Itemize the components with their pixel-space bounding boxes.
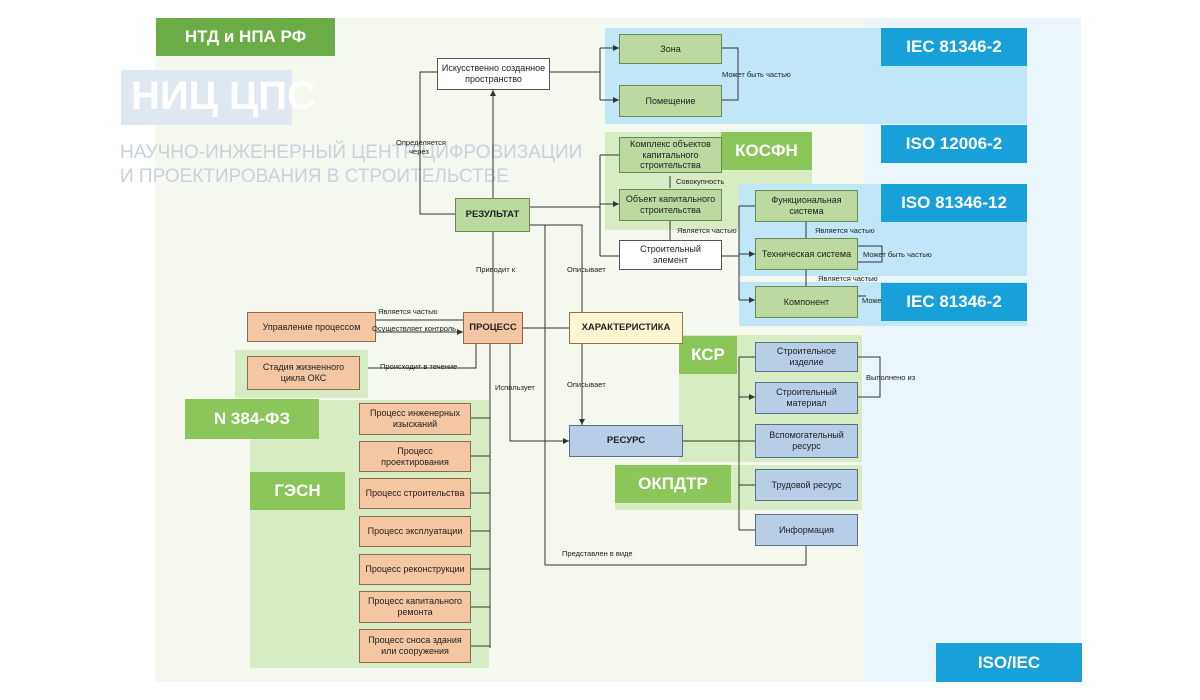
node-reconstruction: Процесс реконструкции <box>359 554 471 585</box>
label-occurs-during: Происходит в течение <box>380 362 458 371</box>
node-design: Процесс проектирования <box>359 441 471 472</box>
label-describes-2: Описывает <box>567 380 606 389</box>
tag-iso-iec: ISO/IEC <box>936 643 1082 682</box>
node-artificial-space: Искусственно созданное пространство <box>437 58 550 90</box>
tag-kosfn: КОСФН <box>721 132 812 170</box>
label-is-part-2: Является частью <box>815 226 875 235</box>
node-information: Информация <box>755 514 858 546</box>
label-may-be-part-2: Может быть частью <box>863 250 932 259</box>
node-component: Компонент <box>755 286 858 318</box>
tag-ntd: НТД и НПА РФ <box>156 18 335 56</box>
node-engineering-survey: Процесс инженерных изысканий <box>359 403 471 435</box>
node-zone: Зона <box>619 34 722 64</box>
node-object: Объект капитального строительства <box>619 189 722 221</box>
node-complex: Комплекс объектов капитального строитель… <box>619 137 722 173</box>
label-controls: Осуществляет контроль <box>372 324 457 333</box>
tag-ksr: КСР <box>679 336 737 374</box>
tag-iso-81346-12: ISO 81346-12 <box>881 184 1027 222</box>
node-process-management: Управление процессом <box>247 312 376 342</box>
node-building-product: Строительное изделие <box>755 342 858 372</box>
watermark-title: НИЦ ЦПС <box>131 74 316 118</box>
node-characteristic: ХАРАКТЕРИСТИКА <box>569 312 683 344</box>
tag-iec-81346-2-bottom: IEC 81346-2 <box>881 283 1027 321</box>
tag-gesn: ГЭСН <box>250 472 345 510</box>
node-operation: Процесс эксплуатации <box>359 516 471 547</box>
label-leads-to: Приводит к <box>476 265 516 274</box>
watermark-line1: НАУЧНО-ИНЖЕНЕРНЫЙ ЦЕНТР ЦИФРОВИЗАЦИИ <box>120 142 583 163</box>
node-auxiliary-resource: Вспомогательный ресурс <box>755 424 858 458</box>
node-technical-system: Техническая система <box>755 238 858 270</box>
label-may-be-part-3: Може <box>862 296 882 305</box>
node-functional-system: Функциональная система <box>755 190 858 222</box>
label-made-of: Выполнено из <box>866 373 916 382</box>
label-represented-as: Представлен в виде <box>562 549 633 558</box>
watermark-line2: И ПРОЕКТИРОВАНИЯ В СТРОИТЕЛЬСТВЕ <box>120 166 509 187</box>
node-room: Помещение <box>619 85 722 117</box>
label-may-be-part: Может быть частью <box>722 70 791 79</box>
tag-n384: N 384-ФЗ <box>185 399 319 439</box>
label-defined-through: Определяется через <box>396 138 446 156</box>
node-overhaul: Процесс капитального ремонта <box>359 591 471 623</box>
node-lifecycle: Стадия жизненного цикла ОКС <box>247 356 360 390</box>
node-building-element: Строительный элемент <box>619 240 722 270</box>
tag-okpdtr: ОКПДТР <box>615 465 731 503</box>
label-aggregate: Совокупность <box>676 177 725 186</box>
node-process: ПРОЦЕСС <box>463 312 523 344</box>
node-labor-resource: Трудовой ресурс <box>755 469 858 501</box>
node-building-material: Строительный материал <box>755 382 858 414</box>
node-result: РЕЗУЛЬТАТ <box>455 198 530 232</box>
tag-iso-12006-2: ISO 12006-2 <box>881 125 1027 163</box>
label-is-part-4: Является частью <box>378 307 438 316</box>
node-construction: Процесс строительства <box>359 478 471 509</box>
node-resource: РЕСУРС <box>569 425 683 457</box>
label-is-part-1: Является частью <box>677 226 737 235</box>
label-describes-1: Описывает <box>567 265 606 274</box>
label-is-part-3: Является частью <box>818 274 878 283</box>
tag-iec-81346-2-top: IEC 81346-2 <box>881 28 1027 66</box>
node-demolition: Процесс сноса здания или сооружения <box>359 629 471 663</box>
label-uses: Использует <box>495 383 535 392</box>
watermark-logo-box <box>121 70 292 125</box>
